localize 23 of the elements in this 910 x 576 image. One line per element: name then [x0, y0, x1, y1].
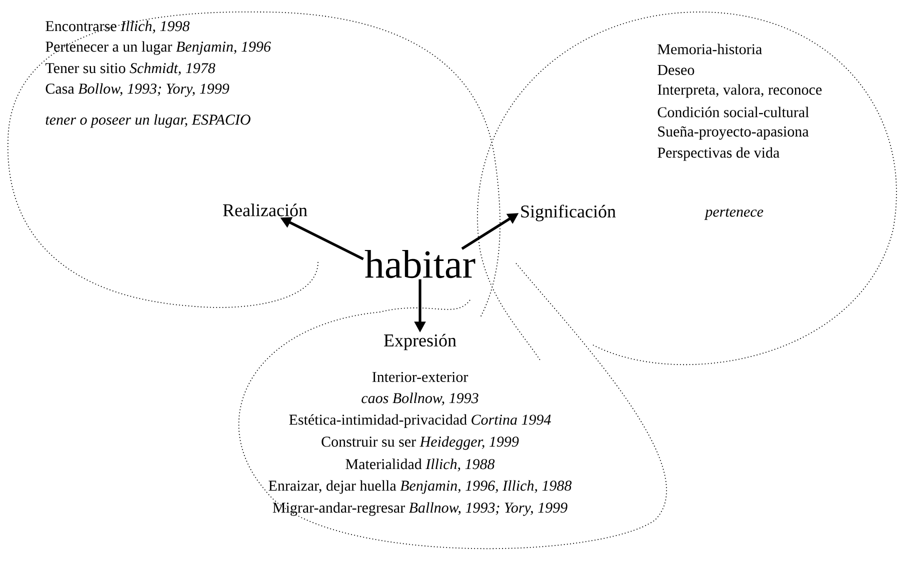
text-line: Condición social-cultural	[658, 106, 809, 118]
concept-label: Significación	[521, 204, 616, 222]
text-line: caos Bollnow, 1993	[362, 392, 478, 406]
text-line: Perspectivas de vida	[658, 147, 780, 161]
text-line: Casa Bollow, 1993; Yory, 1999	[46, 83, 230, 97]
text-line: Estética-intimidad-privacidad Cortina 1994	[289, 414, 551, 428]
text-line: Encontrarse Illich, 1998	[46, 20, 190, 34]
text-line: Construir su ser Heidegger, 1999	[322, 436, 519, 450]
text-line: Tener su sitio Schmidt, 1978	[45, 62, 216, 76]
text-line: Materialidad Illich, 1988	[346, 458, 495, 472]
concept-label: Expresión	[384, 334, 456, 350]
concept-label: Realización	[223, 204, 308, 216]
text-line: Sueña-proyecto-apasiona	[658, 126, 809, 140]
text-line: Migrar-andar-regresar Ballnow, 1993; Yory, 1999	[272, 502, 568, 516]
text-line: tener o poseer un lugar, ESPACIO	[46, 114, 250, 128]
text-line: Interior-exterior	[372, 372, 468, 382]
text-line: Pertenecer a un lugar Benjamin, 1996	[46, 41, 271, 55]
note-text: pertenece	[704, 208, 764, 220]
concept-label: habitar	[364, 250, 476, 278]
text-line: Interpreta, valora, reconoce	[658, 84, 822, 98]
text-line: Deseo	[658, 65, 694, 75]
text-line: Enraizar, dejar huella Benjamin, 1996, Illich, 1988	[268, 480, 572, 494]
text-line: Memoria-historia	[658, 44, 762, 54]
